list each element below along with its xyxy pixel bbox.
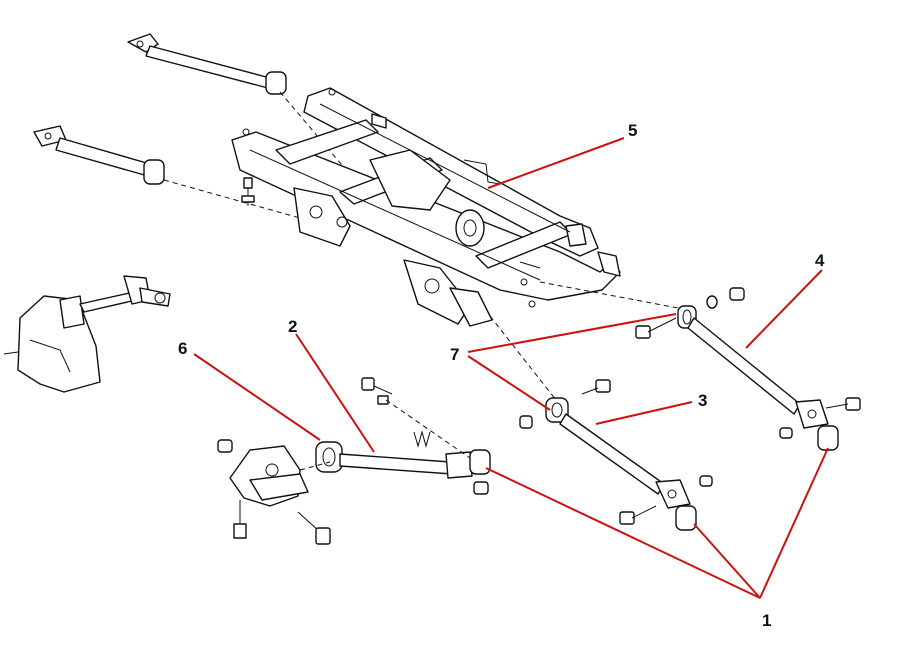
- leader-1b: [693, 523, 761, 599]
- assembly-line-arm2: [385, 399, 471, 459]
- frame-bolt-left: [241, 177, 255, 206]
- leader-1a: [485, 467, 761, 599]
- leader-1c: [759, 447, 829, 599]
- lateral-link-arm-2: [315, 430, 491, 495]
- callout-7: 7: [450, 345, 459, 364]
- leader-2: [295, 333, 375, 453]
- center-knuckle-assembly: [217, 439, 331, 545]
- leader-lines: [193, 137, 829, 599]
- callout-5: 5: [628, 121, 637, 140]
- callout-3: 3: [698, 391, 707, 410]
- small-arrow: [519, 261, 541, 269]
- assembly-line-arm3: [489, 315, 557, 401]
- leader-4: [745, 269, 823, 349]
- upper-control-arm-top: [127, 33, 287, 95]
- callout-6: 6: [178, 339, 187, 358]
- leader-5: [487, 137, 625, 189]
- left-knuckle-assembly: [3, 275, 171, 393]
- upper-link-arm-4: [635, 287, 861, 451]
- callout-4: 4: [815, 251, 825, 270]
- rear-subframe: [231, 87, 621, 327]
- assembly-line-upper-2: [163, 179, 301, 219]
- lower-link-arm-3: [519, 379, 713, 531]
- toe-link-bolt: [361, 377, 393, 405]
- leader-6: [193, 353, 321, 441]
- leader-7b: [467, 355, 551, 411]
- leader-3: [595, 401, 693, 425]
- callout-2: 2: [288, 317, 297, 336]
- assembly-line-arm4: [539, 281, 679, 309]
- leader-7a: [467, 313, 677, 353]
- upper-control-arm-second: [33, 125, 165, 185]
- callout-1: 1: [762, 611, 771, 630]
